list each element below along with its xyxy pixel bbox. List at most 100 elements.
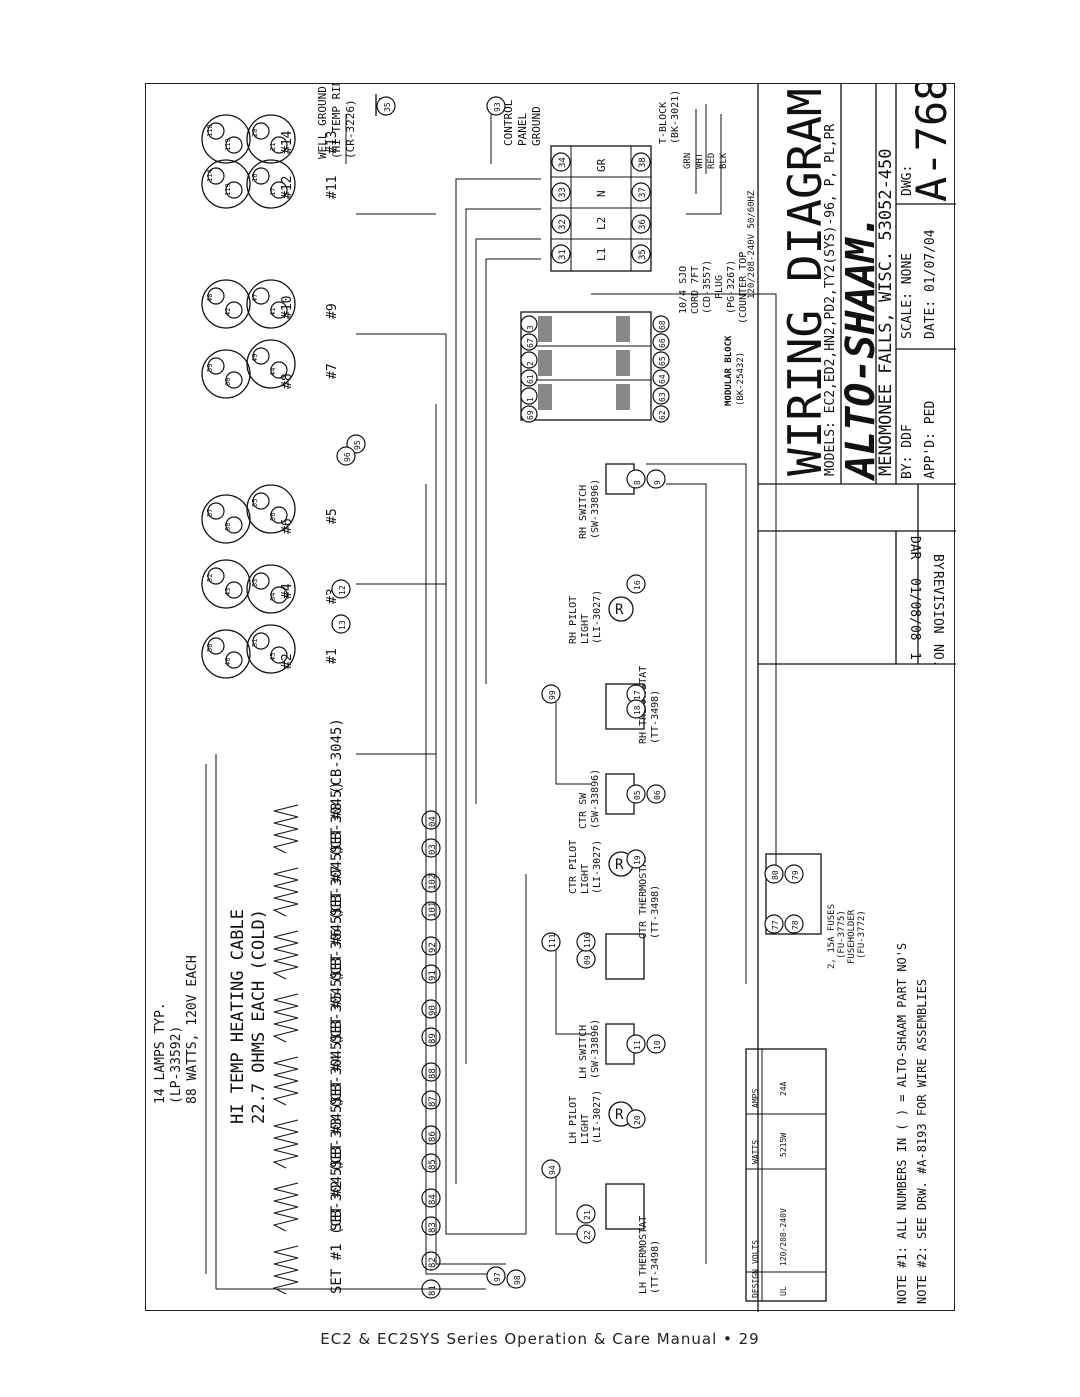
cable-coil [272, 930, 299, 980]
cable-pin: 84 [428, 1194, 438, 1205]
lamp-pin: 41 [269, 308, 277, 316]
lamp-pin: 59 [206, 364, 214, 372]
terminal-78: 78 [784, 914, 804, 934]
modular-block-label: MODULAR BLOCK [724, 335, 734, 406]
terminal-13: 13 [331, 614, 351, 634]
svg-text:06: 06 [653, 790, 662, 800]
fuses-line2: (FU-3775) [837, 910, 847, 959]
lamp-pin: 119 [224, 183, 232, 196]
svg-text:80: 80 [771, 870, 780, 880]
terminal-79: 79 [784, 864, 804, 884]
wire-grn: GRN [683, 153, 693, 169]
lamp-number: #9 [325, 303, 340, 319]
lamp-symbol [201, 159, 251, 209]
lamp-pin: 60 [224, 378, 232, 386]
svg-text:05: 05 [633, 790, 642, 800]
svg-text:77: 77 [771, 920, 780, 930]
terminal-37: 37 [631, 182, 651, 202]
lamp-pin: 49 [251, 354, 259, 362]
cable-pin: 101 [428, 902, 438, 918]
svg-text:35: 35 [383, 102, 392, 112]
lamp-pin: 52 [206, 574, 214, 582]
block-pin-66: 66 [652, 333, 670, 351]
svg-text:8: 8 [633, 480, 642, 485]
lamps-rating: 88 WATTS, 120V EACH [185, 955, 200, 1104]
svg-text:110: 110 [583, 933, 592, 948]
approved-by: APP'D: PED [923, 401, 938, 479]
block-pin-68: 68 [652, 315, 670, 333]
cable-pin: 102 [428, 874, 438, 890]
svg-text:34: 34 [558, 157, 568, 168]
lamp-symbol [201, 494, 251, 544]
lh-pilot-part: (LI-3027) [592, 1090, 603, 1144]
svg-text:31: 31 [558, 249, 568, 260]
volts-header: VOLTS [751, 1240, 760, 1264]
terminal-letter-gr: GR [595, 158, 608, 172]
revision-block: BY REVISION NO. DAR 01/08/08 1 [758, 484, 956, 667]
models-text: MODELS: EC2,ED2,HN2,PD2,TY2(SYS)-96, P, … [823, 124, 838, 476]
ctr-thermostat-part: (TT-3498) [650, 885, 661, 939]
lamp-pin: 21 [269, 143, 277, 151]
terminal-10: 10 [646, 1034, 666, 1054]
svg-text:99: 99 [548, 690, 557, 700]
terminal-19: 19 [626, 849, 646, 869]
lamp-number: #14 [280, 130, 295, 154]
svg-text:19: 19 [633, 855, 642, 865]
cable-pin: 81 [428, 1285, 438, 1296]
svg-text:12: 12 [338, 585, 347, 595]
svg-text:2: 2 [526, 361, 535, 366]
cable-coil [272, 993, 299, 1043]
block-pin-69: 69 [520, 405, 538, 423]
lamp-number: #13 [325, 131, 340, 154]
lamp-symbol [246, 114, 296, 164]
svg-text:93: 93 [493, 102, 502, 112]
svg-text:36: 36 [638, 219, 648, 230]
ctr-pilot-light: LIGHT [580, 864, 591, 894]
lamp-pin: 56 [269, 513, 277, 521]
svg-text:68: 68 [658, 320, 667, 330]
terminal-05: 05 [626, 784, 646, 804]
rh-pilot-light: LIGHT [580, 614, 591, 644]
rh-switch-label: RH SWITCH [578, 485, 589, 539]
scale: SCALE: NONE [900, 253, 915, 339]
dwg-label: DWG: [900, 165, 915, 196]
svg-text:R: R [615, 602, 624, 618]
lamp-pin: 51 [251, 639, 259, 647]
lamp-number: #5 [325, 508, 340, 524]
block-pin-62: 62 [652, 405, 670, 423]
cable-coil [272, 1119, 299, 1169]
block-pin-64: 64 [652, 369, 670, 387]
rh-pilot-part: (LI-3027) [592, 590, 603, 644]
svg-text:94: 94 [548, 1165, 557, 1175]
brand-logo: ALTO-SHAAM. [838, 214, 884, 482]
svg-text:79: 79 [791, 870, 800, 880]
svg-text:37: 37 [638, 187, 648, 198]
t-block-part: (BK-3021) [670, 90, 681, 144]
terminal-09: 09 [576, 949, 596, 969]
terminal-94: 94 [541, 1159, 561, 1179]
terminal-letter-l2: L2 [595, 217, 608, 230]
rh-switch-part: (SW-33896) [590, 479, 601, 539]
lamp-pin: 16 [251, 174, 259, 182]
supply-rating: 120/208-240V 50/60HZ [747, 190, 757, 299]
cable-pin: 03 [428, 844, 438, 855]
terminal-77: 77 [764, 914, 784, 934]
svg-text:R: R [615, 1107, 624, 1123]
svg-text:35: 35 [638, 249, 648, 260]
ctr-thermostat-label: CTR THERMOSTAT [638, 855, 649, 939]
cable-coil [272, 1056, 299, 1106]
lamp-number: #11 [325, 176, 340, 199]
cable-pin: 82 [428, 1257, 438, 1268]
lamp-symbol [201, 629, 251, 679]
modular-block-part: (BK-25432) [736, 352, 746, 406]
terminal-96: 96 [336, 446, 356, 466]
block-pin-1: 1 [520, 387, 538, 405]
terminal-97: 97 [486, 1266, 506, 1286]
